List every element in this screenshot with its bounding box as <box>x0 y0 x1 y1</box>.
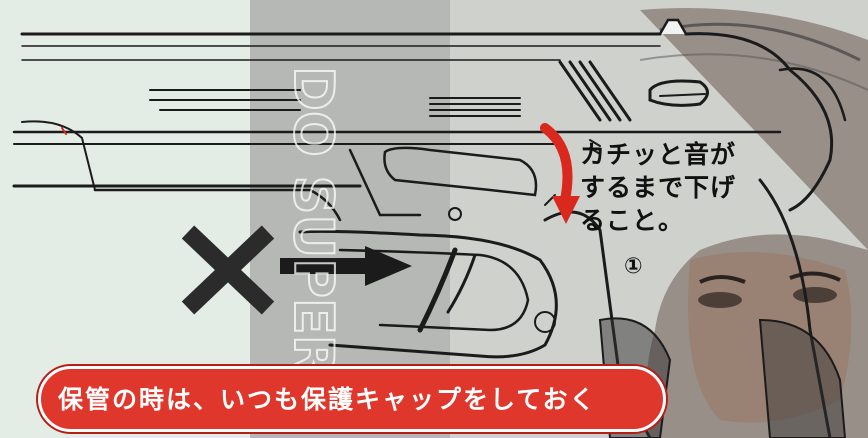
step-number: ① <box>624 254 643 279</box>
caption-line-1: カチッと音が <box>580 140 737 169</box>
watermark-text: DO SUPER <box>282 66 344 376</box>
center-translucent-panel <box>250 0 450 438</box>
instruction-caption: カチッと音が するまで下げ ること。 <box>580 138 810 237</box>
left-panel <box>0 0 250 438</box>
vertical-watermark: DO SUPER <box>282 65 344 377</box>
direction-arrow <box>280 246 412 286</box>
prohibited-x-mark <box>181 225 275 315</box>
caption-line-2: するまで下げ <box>580 173 737 202</box>
caption-line-3: ること。 <box>580 206 685 235</box>
warning-banner-text: 保管の時は、いつも保護キャップをしておく <box>58 385 597 414</box>
slide-outline <box>12 18 847 438</box>
red-down-arrow <box>540 123 580 224</box>
warning-banner <box>38 366 666 432</box>
